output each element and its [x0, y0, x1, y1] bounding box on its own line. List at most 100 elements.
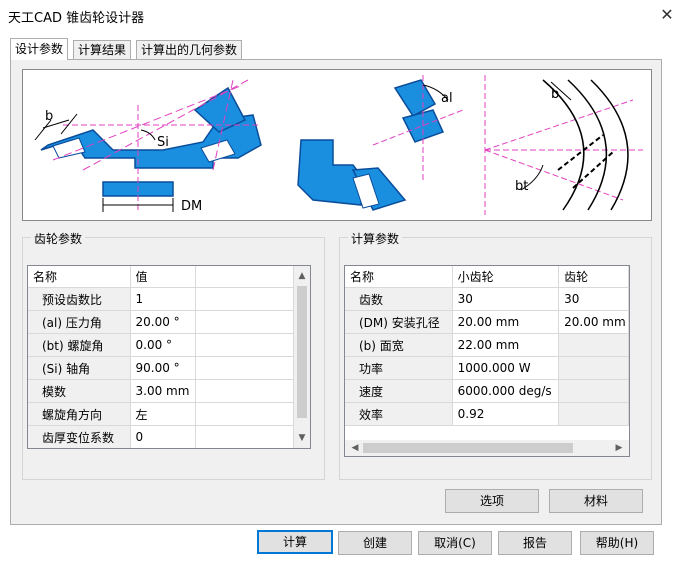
scroll-right-icon[interactable]: ▶ [615, 443, 623, 453]
spiral-arc-2 [567, 79, 608, 211]
calc-gear-value[interactable]: 30 [558, 287, 629, 311]
label-dm: DM [181, 199, 202, 214]
calc-pinion-value[interactable]: 20.00 mm [452, 310, 560, 334]
angle-bt-arc [520, 164, 544, 191]
param-extra [195, 356, 294, 380]
col-header-extra[interactable] [195, 266, 294, 288]
table-row[interactable]: 螺旋角方向左 [28, 402, 294, 426]
label-si: Si [157, 135, 169, 150]
pitch-line-2 [82, 79, 249, 171]
scroll-thumb[interactable] [297, 286, 307, 418]
label-bt: bt [515, 179, 528, 194]
calc-name: (b) 面宽 [345, 333, 453, 357]
title-bar: 天工CAD 锥齿轮设计器 ✕ [0, 0, 700, 30]
close-icon[interactable]: ✕ [660, 5, 674, 24]
spiral-arc-3 [590, 79, 629, 211]
col-header-name[interactable]: 名称 [28, 266, 131, 288]
options-button[interactable]: 选项 [445, 489, 539, 513]
pitch-line-1 [52, 84, 244, 161]
param-value[interactable]: 3.00 mm [130, 379, 196, 403]
calc-pinion-value[interactable]: 0.92 [452, 402, 560, 426]
calc-gear-value [558, 356, 629, 380]
label-b-right: b [551, 87, 559, 102]
calc-pinion-value[interactable]: 22.00 mm [452, 333, 560, 357]
calc-name: 效率 [345, 402, 453, 426]
calc-name: 齿数 [345, 287, 453, 311]
cancel-button[interactable]: 取消(C) [418, 531, 492, 555]
param-value[interactable]: 20.00 ° [130, 310, 196, 334]
col-header-gear[interactable]: 齿轮 [558, 266, 629, 288]
param-extra [195, 287, 294, 311]
report-button[interactable]: 报告 [498, 531, 572, 555]
tab-calc-results[interactable]: 计算结果 [73, 40, 132, 59]
help-button[interactable]: 帮助(H) [580, 531, 654, 555]
calc-pinion-value[interactable]: 1000.000 W [452, 356, 560, 380]
tab-design-params[interactable]: 设计参数 [10, 38, 69, 60]
gear-diagram-svg: b Si DM al [34, 75, 643, 215]
scroll-down-icon[interactable]: ▼ [298, 433, 306, 443]
param-extra [195, 379, 294, 403]
calc-name: 速度 [345, 379, 453, 403]
spiral-ray-1 [484, 99, 634, 151]
calculate-button[interactable]: 计算 [257, 530, 333, 554]
gear-params-vscroll[interactable]: ▲ ▼ [294, 266, 310, 448]
param-value[interactable]: 90.00 ° [130, 356, 196, 380]
col-header-value[interactable]: 值 [130, 266, 196, 288]
tooth-detail-upper [393, 79, 437, 117]
calc-gear-value [558, 379, 629, 403]
tooth-pitch-line [372, 109, 464, 146]
calc-gear-value[interactable]: 20.00 mm [558, 310, 629, 334]
param-value[interactable]: 1 [130, 287, 196, 311]
create-button[interactable]: 创建 [338, 531, 412, 555]
pitch-line-3 [212, 79, 234, 171]
param-extra [195, 425, 294, 448]
bevel-gear-diagram: b Si DM al [22, 69, 652, 221]
param-value[interactable]: 0 [130, 425, 196, 448]
window-title: 天工CAD 锥齿轮设计器 [8, 11, 145, 26]
calc-name: (DM) 安装孔径 [345, 310, 453, 334]
scroll-up-icon[interactable]: ▲ [298, 271, 306, 281]
label-b-left: b [45, 109, 53, 124]
param-name: 模数 [28, 379, 131, 403]
col-header-name[interactable]: 名称 [345, 266, 453, 288]
dim-b-line-1 [34, 119, 52, 141]
param-extra [195, 310, 294, 334]
material-button[interactable]: 材料 [549, 489, 643, 513]
calc-params-title: 计算参数 [348, 230, 403, 247]
param-name: (Si) 轴角 [28, 356, 131, 380]
tab-geometry-params[interactable]: 计算出的几何参数 [136, 40, 243, 59]
angle-al-arc [422, 84, 449, 101]
tooth-face-right [200, 139, 236, 163]
col-header-pinion[interactable]: 小齿轮 [452, 266, 560, 288]
label-al: al [441, 91, 453, 106]
param-value[interactable]: 0.00 ° [130, 333, 196, 357]
param-extra [195, 402, 294, 426]
param-name: (al) 压力角 [28, 310, 131, 334]
scroll-left-icon[interactable]: ◀ [351, 443, 359, 453]
calc-pinion-value[interactable]: 30 [452, 287, 560, 311]
scroll-thumb[interactable] [363, 443, 573, 453]
calc-pinion-value[interactable]: 6000.000 deg/s [452, 379, 560, 403]
calc-params-hscroll[interactable]: ◀ ▶ [345, 440, 629, 456]
param-name: (bt) 螺旋角 [28, 333, 131, 357]
calc-name: 功率 [345, 356, 453, 380]
param-value[interactable]: 左 [130, 402, 196, 426]
